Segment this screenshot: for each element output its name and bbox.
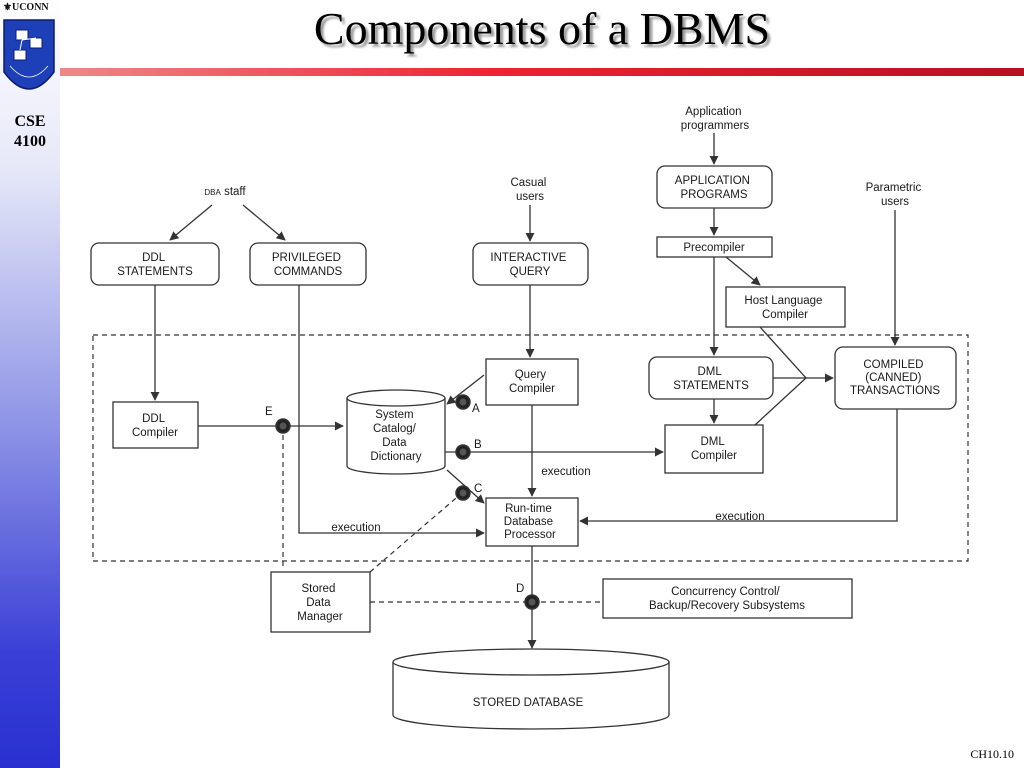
compiled-transactions-box bbox=[834, 346, 957, 410]
dml-statements-label: DML STATEMENTS bbox=[673, 366, 749, 392]
point-d-label: D bbox=[516, 583, 524, 595]
compiled-transactions-label: COMPILED (CANNED) TRANSACTIONS bbox=[850, 359, 940, 397]
concurrency-control-box bbox=[602, 578, 853, 619]
privileged-commands-box bbox=[249, 242, 367, 286]
app-programmers-label: Application programmers bbox=[681, 106, 750, 132]
ddl-statements-box bbox=[90, 242, 220, 286]
host-language-compiler-box bbox=[725, 286, 846, 328]
stored-database-label: STORED DATABASE bbox=[473, 697, 584, 709]
access-points bbox=[275, 394, 540, 610]
ddl-compiler-box bbox=[112, 401, 199, 449]
course-code: CSE 4100 bbox=[14, 113, 46, 150]
privileged-commands-label: PRIVILEGED COMMANDS bbox=[272, 252, 344, 278]
dba-staff-label: DBA staff bbox=[204, 186, 246, 198]
title-accent-bar bbox=[60, 68, 1024, 76]
department-logo bbox=[3, 19, 55, 90]
runtime-processor-label: Run-time Database Processor bbox=[504, 503, 556, 541]
interactive-query-label: INTERACTIVE QUERY bbox=[490, 252, 569, 278]
precompiler-label: Precompiler bbox=[683, 242, 745, 254]
application-programs-box bbox=[656, 165, 773, 209]
parametric-users-label: Parametric users bbox=[866, 182, 925, 208]
host-language-compiler-label: Host Language Compiler bbox=[744, 295, 825, 321]
execution-label-transactions: execution bbox=[715, 511, 764, 523]
ddl-compiler-label: DDL Compiler bbox=[132, 413, 178, 439]
point-b-label: B bbox=[474, 439, 482, 451]
point-a-label: A bbox=[472, 403, 480, 415]
ddl-statements-label: DDL STATEMENTS bbox=[117, 252, 193, 278]
stored-database-cylinder bbox=[392, 648, 670, 730]
dml-statements-box bbox=[648, 356, 774, 400]
execution-label-commands: execution bbox=[331, 522, 380, 534]
stored-data-manager-box bbox=[270, 571, 371, 633]
dbms-boundary bbox=[92, 334, 969, 562]
stored-data-manager-label: Stored Data Manager bbox=[297, 583, 343, 623]
query-compiler-label: Query Compiler bbox=[509, 369, 555, 395]
connector-lines bbox=[150, 133, 900, 649]
page-number: CH10.10 bbox=[970, 747, 1014, 761]
system-catalog-label: System Catalog/ Data Dictionary bbox=[370, 409, 421, 463]
system-catalog-cylinder bbox=[346, 389, 446, 475]
application-programs-label: APPLICATION PROGRAMS bbox=[675, 175, 753, 201]
university-label: ⚜UCONN bbox=[3, 2, 49, 13]
sidebar-gradient: ⚜UCONN CSE 4100 bbox=[0, 0, 60, 768]
dml-compiler-box bbox=[664, 424, 764, 474]
concurrency-control-label: Concurrency Control/ Backup/Recovery Sub… bbox=[649, 586, 805, 612]
university-seal-icon: ⚜ bbox=[3, 2, 12, 13]
interactive-query-box bbox=[472, 242, 589, 286]
execution-label-query: execution bbox=[541, 466, 590, 478]
runtime-processor-box bbox=[485, 497, 579, 547]
dml-compiler-label: DML Compiler bbox=[691, 436, 737, 462]
point-c-label: C bbox=[474, 483, 482, 495]
casual-users-label: Casual users bbox=[510, 177, 549, 203]
point-e-label: E bbox=[265, 406, 273, 418]
query-compiler-box bbox=[485, 358, 579, 406]
page-title: Components of a DBMS bbox=[313, 3, 771, 54]
